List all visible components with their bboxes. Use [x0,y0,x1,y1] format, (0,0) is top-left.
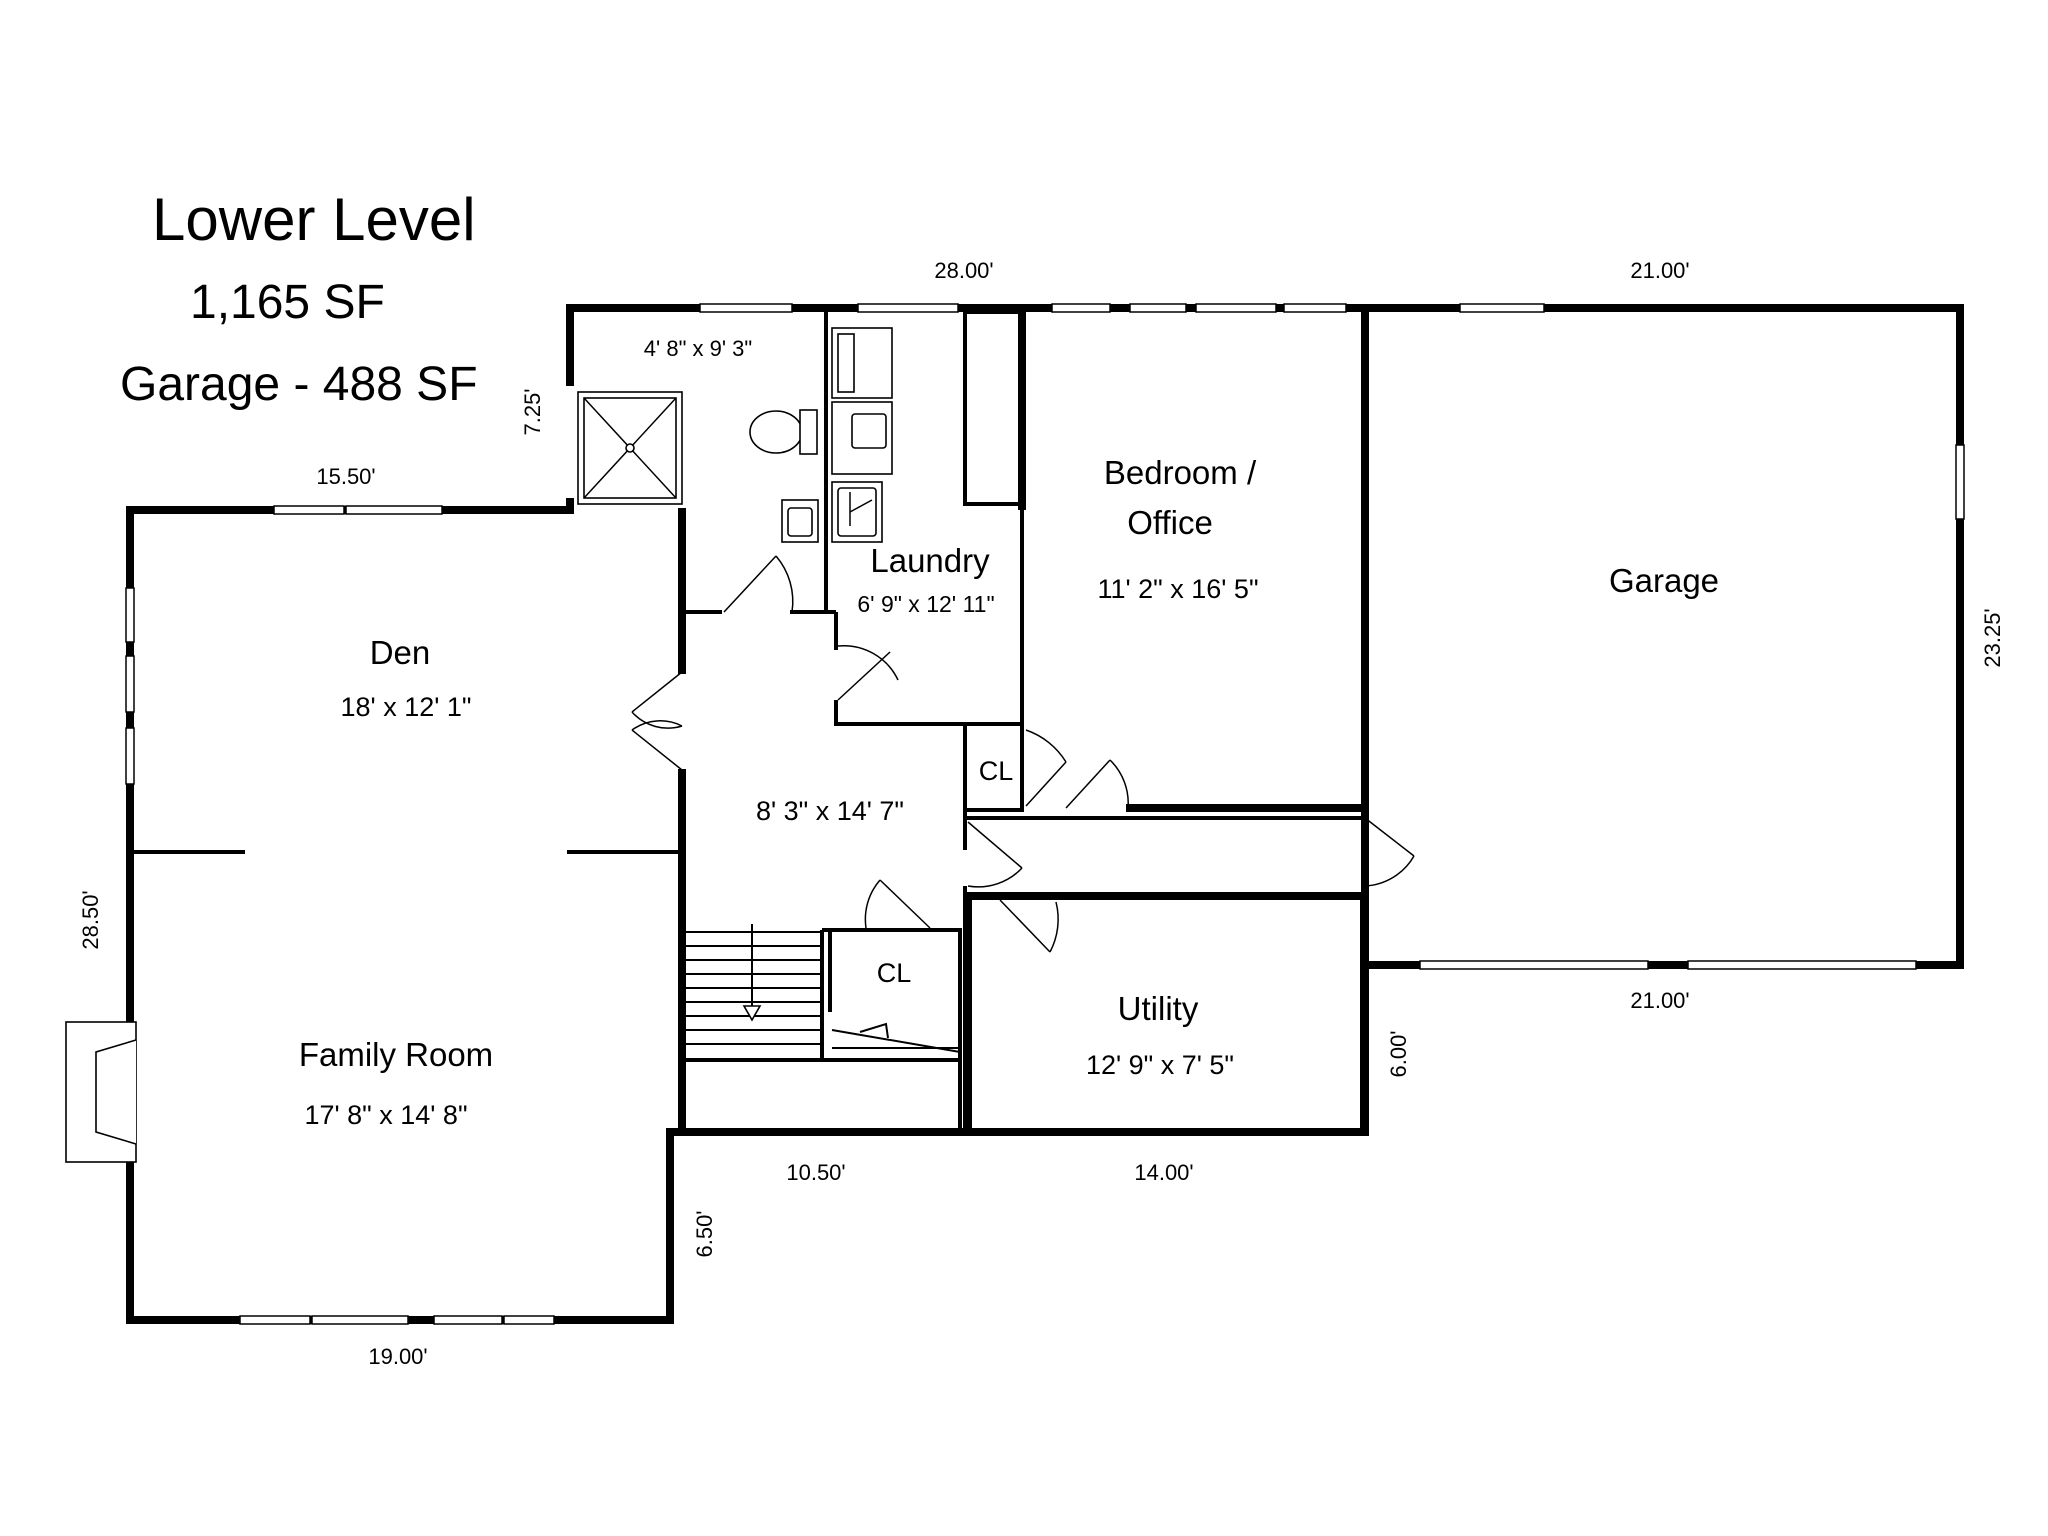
garage-name: Garage [1609,562,1719,599]
laundry-size: 6' 9" x 12' 11" [857,591,994,617]
dim-bath-left: 7.25' [520,388,545,435]
closet-upper-name: CL [979,756,1014,786]
family-room-size: 17' 8" x 14' 8" [304,1100,467,1130]
dim-den-top: 15.50' [316,464,375,489]
dim-bottom-stair: 10.50' [786,1160,845,1185]
door-swings [631,555,1415,953]
toilet-icon [749,409,818,455]
dim-family-bottom: 19.00' [368,1344,427,1369]
interior-walls [130,306,1368,1136]
dim-top-garage: 21.00' [1630,258,1689,283]
utility-name: Utility [1118,990,1199,1027]
dim-garage-right: 23.25' [1980,608,2005,667]
utility-size: 12' 9" x 7' 5" [1086,1050,1234,1080]
closet-lower-name: CL [877,958,912,988]
den-size: 18' x 12' 1" [341,692,472,722]
bath-size: 4' 8" x 9' 3" [644,336,752,361]
bedroom-size: 11' 2" x 16' 5" [1097,574,1258,604]
stairs-icon [685,924,961,1053]
bedroom-name-line2: Office [1127,504,1213,541]
dim-top-house: 28.00' [934,258,993,283]
fireplace [65,1021,137,1163]
laundry-name: Laundry [870,542,990,579]
dimension-labels: 28.00' 21.00' 21.00' 15.50' 7.25' 28.50'… [78,258,2005,1369]
plan-title: Lower Level [152,186,476,253]
dim-left-side: 28.50' [78,890,103,949]
washer-dryer-icon [831,327,893,475]
laundry-sink-icon [831,481,883,543]
exterior-walls [126,304,1964,1324]
den-name: Den [370,634,431,671]
room-labels: 4' 8" x 9' 3" Den 18' x 12' 1" Family Ro… [299,336,1719,1130]
bedroom-name-line1: Bedroom / [1104,454,1257,491]
dim-bottom-garage: 21.00' [1630,988,1689,1013]
hall-size: 8' 3" x 14' 7" [756,796,904,826]
dim-bottom-utility: 14.00' [1134,1160,1193,1185]
windows [125,303,1965,1325]
dim-utility-right: 6.00' [1386,1030,1411,1077]
shower-icon [577,391,683,505]
dim-step-side: 6.50' [692,1210,717,1257]
family-room-name: Family Room [299,1036,493,1073]
garage-area: Garage - 488 SF [120,358,478,411]
plan-area: 1,165 SF [190,276,385,329]
bath-sink-icon [781,499,819,543]
